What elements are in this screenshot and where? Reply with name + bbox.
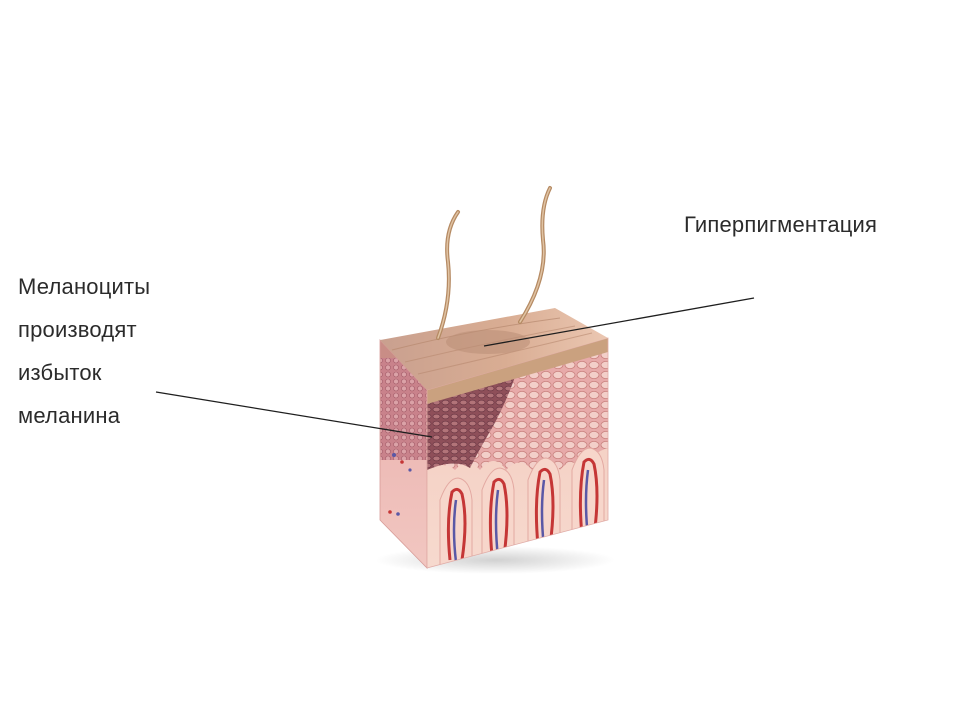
melanocytes-label: Меланоциты производят избыток меланина (18, 268, 218, 440)
hair-left (436, 210, 460, 340)
melanocytes-label-line-2: производят (18, 317, 137, 342)
melanocytes-label-line-1: Меланоциты (18, 274, 151, 299)
hyperpigmentation-label: Гиперпигментация (684, 212, 878, 237)
leader-line-melanocytes (155, 391, 433, 438)
hair-right (518, 186, 552, 324)
papilla-3 (527, 457, 561, 556)
leader-line-hyperpigmentation (483, 297, 755, 347)
melanocytes-label-line-3: избыток (18, 360, 102, 385)
melanocytes-label-line-4: меланина (18, 403, 121, 428)
papilla-2 (481, 467, 515, 566)
papilla-1 (439, 477, 473, 568)
pigment-spot (446, 330, 530, 354)
papilla-4 (571, 447, 605, 546)
